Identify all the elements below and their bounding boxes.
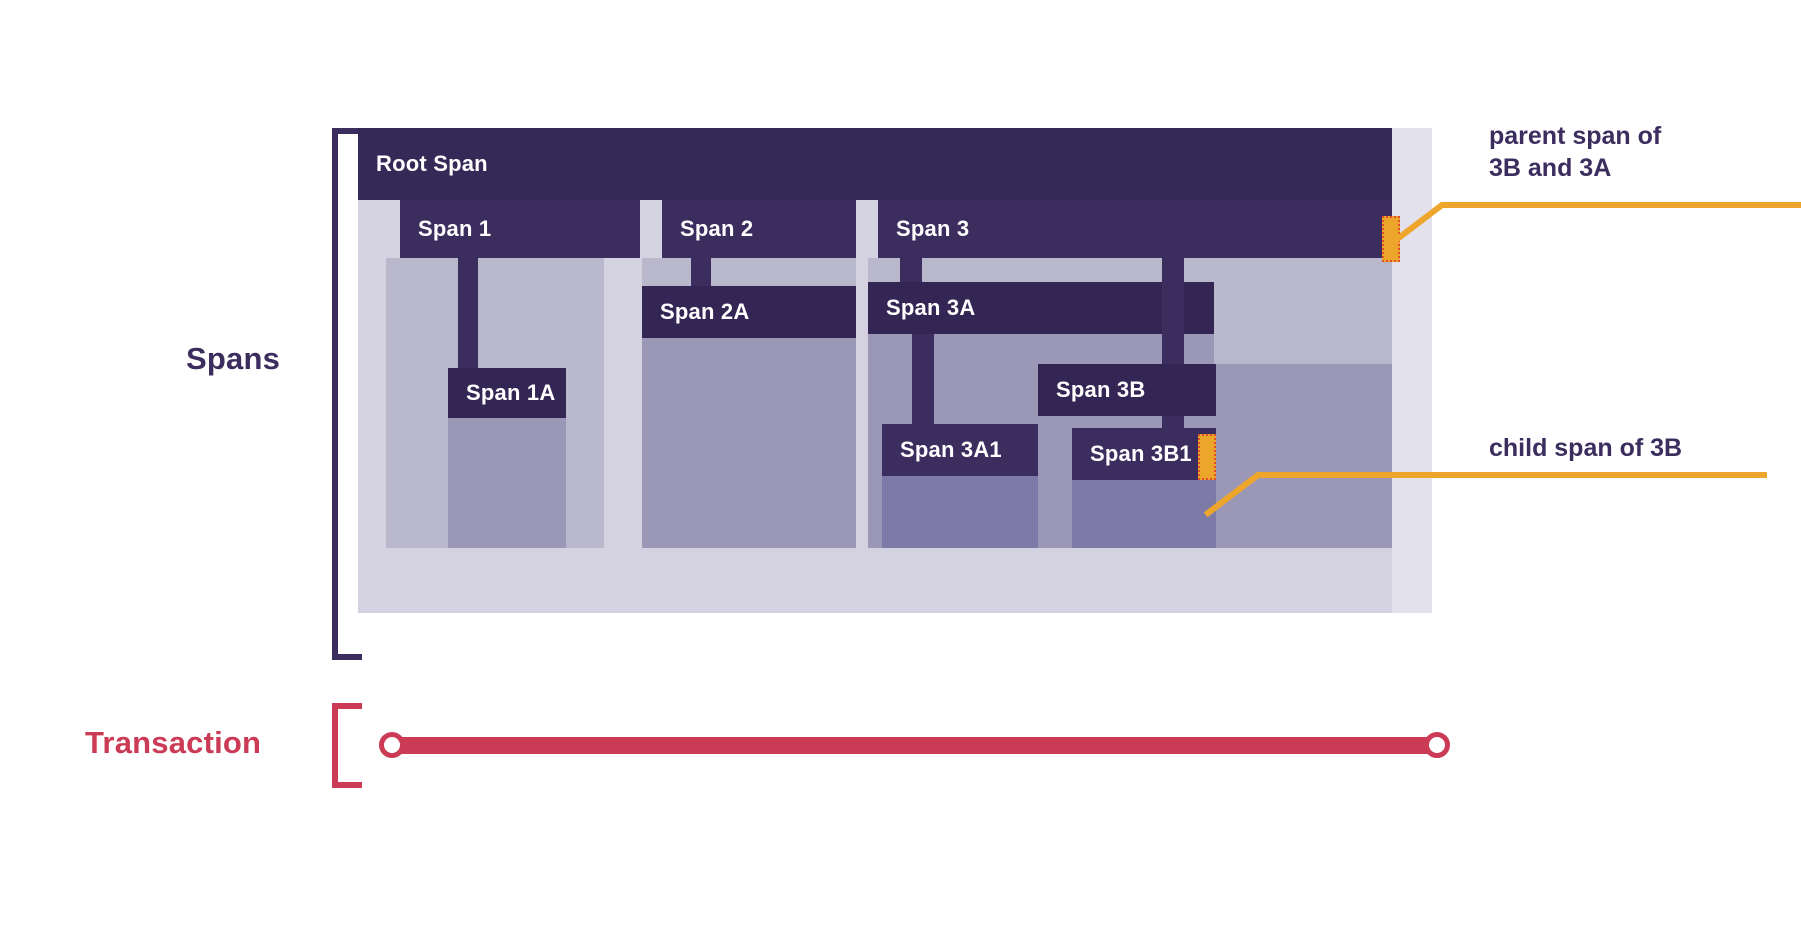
annotation-child-span: child span of 3B	[1489, 434, 1683, 462]
spans-section-label: Spans	[186, 341, 281, 376]
transaction-section-label: Transaction	[85, 725, 262, 760]
span-label: Span 2A	[660, 299, 750, 324]
span-bar-span-3b1[interactable]: Span 3B1	[1072, 428, 1216, 480]
spans-waterfall: Root Span Span 1 Span 1A Span 2 Span 2A	[358, 128, 1432, 656]
span-body-span-3a1	[882, 476, 1038, 548]
span-label: Span 3	[896, 216, 970, 241]
highlight-marker-child-span[interactable]	[1198, 434, 1216, 480]
transaction-start-marker[interactable]	[379, 732, 405, 758]
span-bar-span-3[interactable]: Span 3	[878, 200, 1392, 258]
span-bar-root[interactable]: Root Span	[358, 128, 1392, 200]
connector-span3a-to-span3a1	[912, 334, 934, 444]
leader-line-parent-span	[1387, 202, 1801, 248]
span-label: Span 3A	[886, 295, 976, 320]
span-label: Root Span	[376, 151, 488, 176]
leader-line-child-span	[1203, 472, 1767, 518]
connector-span1-to-span1a	[458, 258, 478, 398]
span-label: Span 2	[680, 216, 754, 241]
span-label: Span 1A	[466, 380, 556, 405]
span-body-span-3b1	[1072, 480, 1216, 548]
span-bar-span-1[interactable]: Span 1	[400, 200, 640, 258]
span-label: Span 3B1	[1090, 441, 1192, 466]
annotation-parent-span: parent span of 3B and 3A	[1489, 122, 1662, 182]
span-label: Span 3A1	[900, 437, 1002, 462]
connector-span3-to-span3b	[1162, 258, 1184, 378]
span-bar-span-2a[interactable]: Span 2A	[642, 286, 856, 338]
spans-bracket	[332, 128, 362, 660]
span-bar-span-3a1[interactable]: Span 3A1	[882, 424, 1038, 476]
transaction-bracket	[332, 703, 362, 788]
span-bar-span-1a[interactable]: Span 1A	[448, 368, 566, 418]
span-bar-span-3b[interactable]: Span 3B	[1038, 364, 1216, 416]
span-bar-span-3a[interactable]: Span 3A	[868, 282, 1214, 334]
span-label: Span 1	[418, 216, 492, 241]
span-label: Span 3B	[1056, 377, 1146, 402]
span-body-span-2a	[642, 338, 856, 548]
transaction-end-marker[interactable]	[1424, 732, 1450, 758]
transaction-duration-bar[interactable]	[390, 737, 1440, 754]
span-body-span-1a	[448, 418, 566, 548]
span-bar-span-2[interactable]: Span 2	[662, 200, 856, 258]
